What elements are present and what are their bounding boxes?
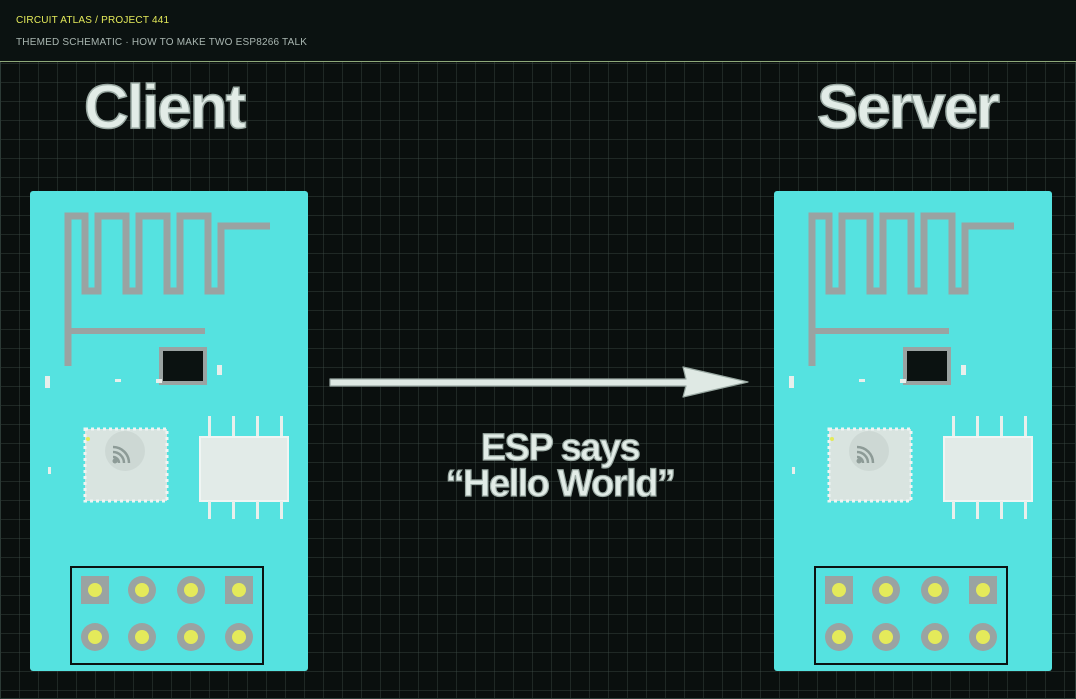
header-pin [832,630,846,644]
wifi-logo-icon [105,431,145,471]
header-pin [232,630,246,644]
flash-pin [1024,416,1027,436]
pin-header-outline [814,566,1008,665]
smd-resistor [45,376,50,388]
client-board-drawing [45,212,289,665]
flash-pin [1024,501,1027,519]
message-line-1: ESP says [480,427,641,469]
flash-pin [208,416,211,436]
server-board-drawing [789,212,1033,665]
crystal-component [903,347,951,385]
flash-pin [280,501,283,519]
right-arrow-icon [329,366,749,398]
header-pin [976,630,990,644]
client-esp8266-board [30,191,308,671]
flash-pin [208,501,211,519]
flash-pin [1000,416,1003,436]
header-pin [184,583,198,597]
flash-pin [232,501,235,519]
smd-part [115,379,121,382]
page-subtitle: THEMED SCHEMATIC · HOW TO MAKE TWO ESP82… [16,37,308,48]
flash-pin [256,416,259,436]
pin1-marker [86,437,90,441]
flash-pin [280,416,283,436]
smd-resistor [789,376,794,388]
smd-part [48,467,51,474]
header-pin [88,583,102,597]
header-pin [232,583,246,597]
message-label: ESP says “Hello World” [430,427,690,505]
pin-header-outline [70,566,264,665]
header-pin [879,583,893,597]
header-pin [135,583,149,597]
header-pin [135,630,149,644]
server-esp8266-board [774,191,1052,671]
smd-part [217,365,222,375]
flash-pin [952,501,955,519]
client-title: Client [83,72,247,143]
crystal-component [159,347,207,385]
flash-pin [952,416,955,436]
flash-pin [976,416,979,436]
header-pin [184,630,198,644]
flash-chip [943,436,1033,502]
smd-part [156,379,162,383]
flash-chip [199,436,289,502]
antenna-trace [64,212,270,366]
flash-pin [232,416,235,436]
header-pin [928,583,942,597]
breadcrumb: CIRCUIT ATLAS / PROJECT 441 [16,15,170,26]
smd-part [792,467,795,474]
header-bar: CIRCUIT ATLAS / PROJECT 441 THEMED SCHEM… [0,0,1076,62]
header-pin [832,583,846,597]
smd-part [859,379,865,382]
flash-pin [256,501,259,519]
server-title: Server [816,72,1001,143]
header-pin [976,583,990,597]
flash-pin [976,501,979,519]
antenna-trace [808,212,1014,366]
pin1-marker [830,437,834,441]
header-pin [928,630,942,644]
smd-part [900,379,906,383]
smd-part [961,365,966,375]
message-line-2: “Hello World” [445,463,677,505]
flash-pin [1000,501,1003,519]
header-pin [879,630,893,644]
header-pin [88,630,102,644]
wifi-logo-icon [849,431,889,471]
